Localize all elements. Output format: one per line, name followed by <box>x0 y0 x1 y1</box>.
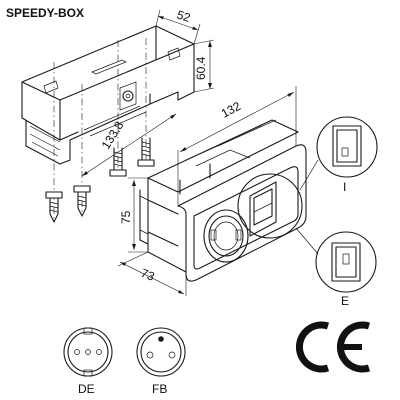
front-socket <box>203 209 249 263</box>
dimension-depth: 73 <box>117 251 187 296</box>
socket-fb-icon <box>136 327 186 377</box>
dimension-height: 75 <box>119 177 148 253</box>
screw-mid-1 <box>109 147 127 177</box>
screw-axis-lines <box>53 38 147 220</box>
socket-de-label: DE <box>78 382 95 396</box>
switch-label-on: I <box>343 180 346 194</box>
front-switch <box>237 173 303 239</box>
dimension-depth-label: 73 <box>139 266 157 284</box>
dimension-height-label: 75 <box>119 210 133 224</box>
switch-detail-on <box>299 116 378 191</box>
screw-left-1 <box>45 191 63 223</box>
switch-label-off: E <box>341 294 349 308</box>
dimension-height-top-label: 60.4 <box>194 56 208 80</box>
dimension-depth-top-label: 133.8 <box>99 118 127 151</box>
mounting-bracket <box>21 25 195 165</box>
switch-detail-off <box>295 227 377 293</box>
socket-de-icon <box>63 327 113 377</box>
speedy-box-body <box>139 119 307 282</box>
diagram-title: SPEEDY-BOX <box>6 6 84 20</box>
ce-mark-icon <box>295 321 371 373</box>
socket-fb-label: FB <box>152 382 167 396</box>
dimension-height-top: 60.4 <box>193 39 215 93</box>
dimension-depth-top: 133.8 <box>81 113 177 177</box>
dimension-width-label: 52 <box>175 8 192 26</box>
screw-left-2 <box>73 185 91 217</box>
dimension-length-label: 132 <box>219 99 244 121</box>
screw-mid-2 <box>137 137 155 167</box>
dimension-width: 52 <box>155 8 201 45</box>
